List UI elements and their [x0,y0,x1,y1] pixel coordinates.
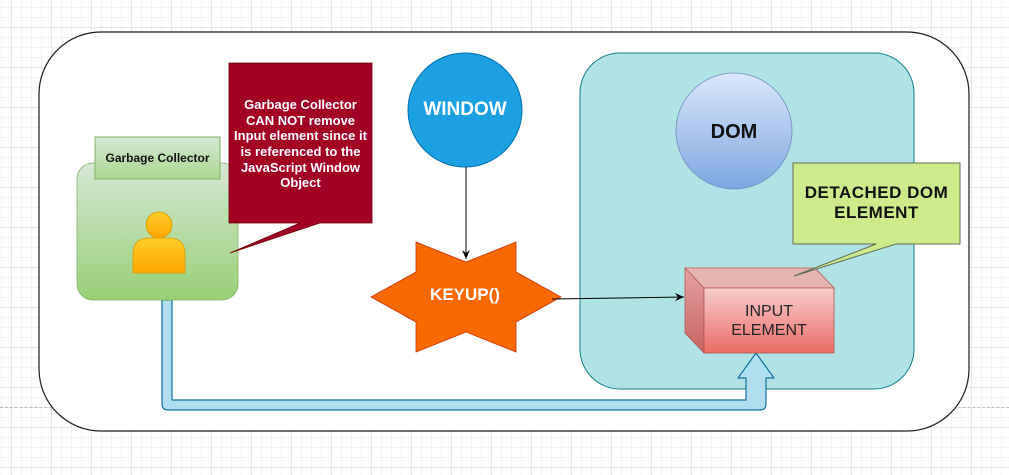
keyup-to-input-arrow [551,293,685,302]
detached-callout-text: DETACHED DOM ELEMENT [804,182,949,222]
dom-node[interactable] [675,72,793,190]
garbage-collector-label-box [94,136,221,180]
garbage-collector-label: Garbage Collector [105,150,210,165]
keyup-node[interactable] [370,241,562,353]
callout-note-text: Garbage Collector CAN NOT remove Input e… [234,97,367,191]
dom-label: DOM [710,121,758,143]
guide-line-left [0,407,52,408]
keyup-label: KEYUP() [430,284,500,304]
input-element-label: INPUT ELEMENT [731,302,807,339]
detached-callout-shape [792,162,961,277]
guide-line-right [958,407,1009,408]
input-element-box[interactable] [684,266,835,355]
user-icon [132,211,186,274]
callout-note-shape [228,62,373,254]
gc-to-input-flow-arrow [161,299,775,411]
window-label: WINDOW [423,98,507,120]
window-node[interactable] [407,52,523,168]
